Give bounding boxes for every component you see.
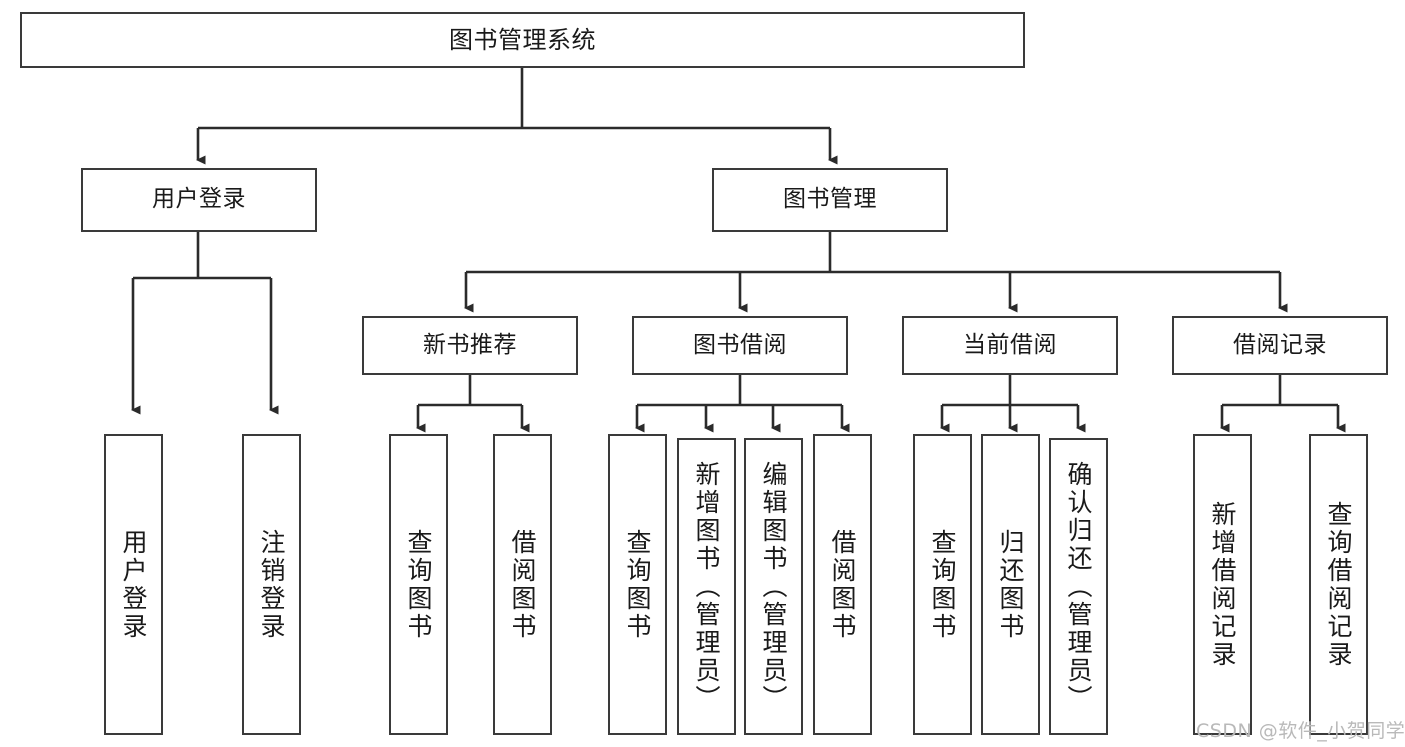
node-leaf-user-login-label: 用户登录 [119, 528, 148, 641]
node-current-borrow[interactable]: 当前借阅 [902, 316, 1118, 375]
node-leaf-query-record[interactable]: 查询借阅记录 [1309, 434, 1368, 735]
node-leaf-add-record-label: 新增借阅记录 [1208, 500, 1237, 669]
node-new-book-rec-label: 新书推荐 [423, 331, 517, 358]
node-borrow-record-label: 借阅记录 [1233, 331, 1327, 358]
node-leaf-query-record-label: 查询借阅记录 [1324, 500, 1353, 669]
node-leaf-edit-book-label: 编辑图书（管理员） [759, 460, 788, 713]
csdn-watermark: CSDN @软件_小贺同学 [1196, 720, 1405, 742]
node-leaf-query-book-1-label: 查询图书 [404, 528, 433, 641]
node-leaf-add-book-label: 新增图书（管理员） [692, 460, 721, 713]
node-leaf-edit-book[interactable]: 编辑图书（管理员） [744, 438, 803, 735]
node-leaf-add-book[interactable]: 新增图书（管理员） [677, 438, 736, 735]
node-user-login[interactable]: 用户登录 [81, 168, 317, 232]
node-book-manage-label: 图书管理 [783, 186, 877, 213]
node-user-login-label: 用户登录 [152, 186, 246, 213]
node-current-borrow-label: 当前借阅 [963, 331, 1057, 358]
node-borrow-record[interactable]: 借阅记录 [1172, 316, 1388, 375]
node-root-label: 图书管理系统 [449, 25, 596, 54]
node-leaf-borrow-book-1-label: 借阅图书 [508, 528, 537, 641]
node-leaf-borrow-book-2-label: 借阅图书 [828, 528, 857, 641]
node-leaf-return-book-label: 归还图书 [996, 528, 1025, 641]
node-book-manage[interactable]: 图书管理 [712, 168, 948, 232]
node-leaf-query-book-2[interactable]: 查询图书 [608, 434, 667, 735]
node-book-borrow[interactable]: 图书借阅 [632, 316, 848, 375]
node-book-borrow-label: 图书借阅 [693, 331, 787, 358]
node-leaf-confirm-return[interactable]: 确认归还（管理员） [1049, 438, 1108, 735]
node-leaf-query-book-3[interactable]: 查询图书 [913, 434, 972, 735]
node-leaf-logout-label: 注销登录 [257, 528, 286, 641]
node-leaf-add-record[interactable]: 新增借阅记录 [1193, 434, 1252, 735]
node-leaf-borrow-book-2[interactable]: 借阅图书 [813, 434, 872, 735]
node-leaf-user-login[interactable]: 用户登录 [104, 434, 163, 735]
node-root[interactable]: 图书管理系统 [20, 12, 1025, 68]
node-leaf-logout[interactable]: 注销登录 [242, 434, 301, 735]
node-leaf-return-book[interactable]: 归还图书 [981, 434, 1040, 735]
node-leaf-query-book-2-label: 查询图书 [623, 528, 652, 641]
node-leaf-query-book-3-label: 查询图书 [928, 528, 957, 641]
node-new-book-rec[interactable]: 新书推荐 [362, 316, 578, 375]
node-leaf-query-book-1[interactable]: 查询图书 [389, 434, 448, 735]
node-leaf-confirm-return-label: 确认归还（管理员） [1064, 460, 1093, 713]
node-leaf-borrow-book-1[interactable]: 借阅图书 [493, 434, 552, 735]
